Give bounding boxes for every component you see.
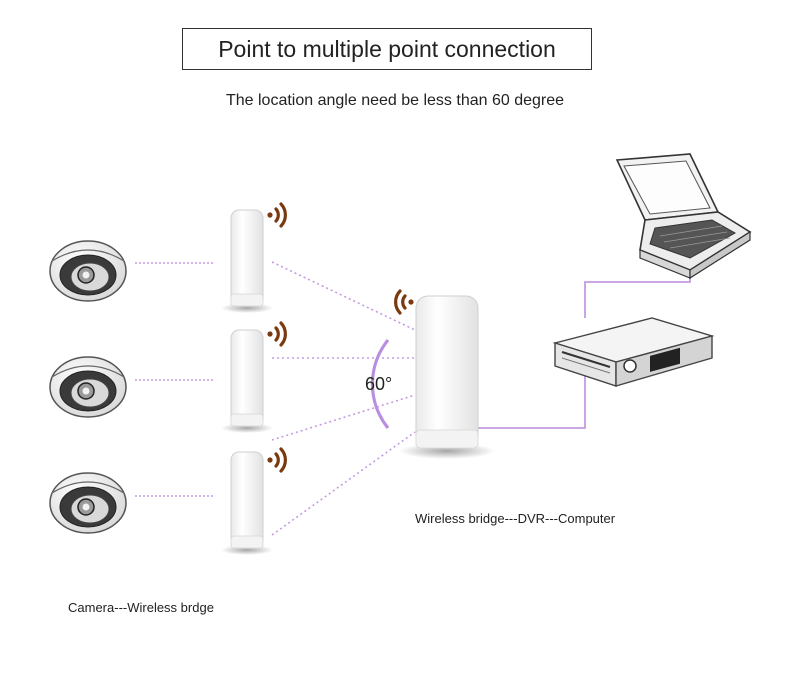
bridge-dvr-cable — [478, 372, 586, 429]
wireless-links — [271, 261, 416, 536]
caption-bridge-dvr-computer: Wireless bridge---DVR---Computer — [415, 511, 616, 526]
wireless-link-3 — [271, 394, 416, 441]
laptop-icon — [615, 153, 752, 280]
diagram-subtitle: The location angle need be less than 60 … — [225, 92, 565, 109]
dome-camera-2 — [49, 356, 127, 418]
angle-label: 60° — [365, 374, 393, 394]
dome-camera-1 — [49, 240, 127, 302]
camera-cables — [135, 262, 215, 497]
wireless-bridge-small-3 — [221, 451, 273, 555]
dvr-icon — [552, 317, 715, 387]
wifi-signal-icon-2 — [267, 321, 287, 347]
wireless-link-4 — [271, 431, 416, 536]
wireless-bridge-small-1 — [221, 209, 273, 313]
caption-camera-bridge: Camera---Wireless brdge — [68, 600, 214, 615]
wifi-signal-icon-1 — [267, 202, 287, 228]
diagram-title-text: Point to multiple point connection — [218, 35, 556, 62]
angle-arc — [370, 338, 390, 430]
dome-camera-3 — [49, 472, 127, 534]
wireless-bridge-small-2 — [221, 329, 273, 433]
dvr-laptop-cable — [584, 266, 691, 318]
wireless-bridge-main — [399, 295, 495, 459]
wifi-signal-icon-main — [394, 289, 414, 315]
diagram-title: Point to multiple point connection — [182, 28, 592, 70]
wireless-link-1 — [271, 261, 416, 331]
wifi-signal-icon-3 — [267, 447, 287, 473]
